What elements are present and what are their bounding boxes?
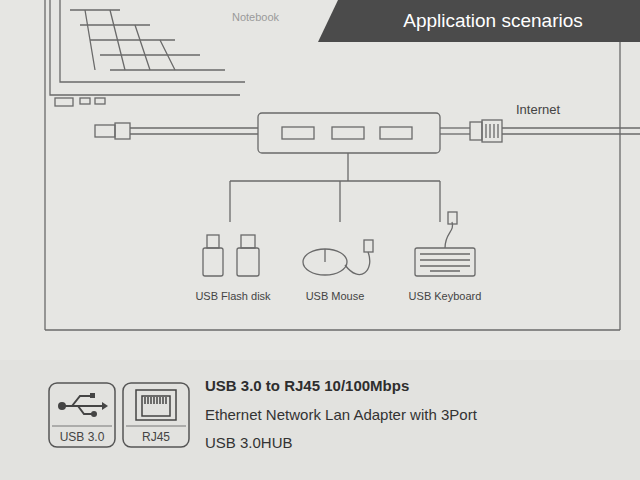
rj45-icon-box: RJ45 (122, 382, 190, 448)
label: USB Mouse (306, 290, 365, 302)
label: USB Flash disk (195, 290, 270, 302)
label: USB Keyboard (409, 290, 482, 302)
node-text: RJ45 (142, 430, 170, 444)
label: Notebook (232, 11, 279, 23)
usb-icon-box: USB 3.0 (48, 382, 116, 448)
caption: Ethernet Network Lan Adapter with 3Port … (205, 401, 480, 457)
banner: Application scenarios (318, 0, 640, 42)
node-text: USB 3.0 (60, 430, 105, 444)
label: Internet (516, 102, 560, 117)
node-text: Application scenarios (403, 10, 583, 32)
title: USB 3.0 to RJ45 10/100Mbps (205, 377, 409, 394)
